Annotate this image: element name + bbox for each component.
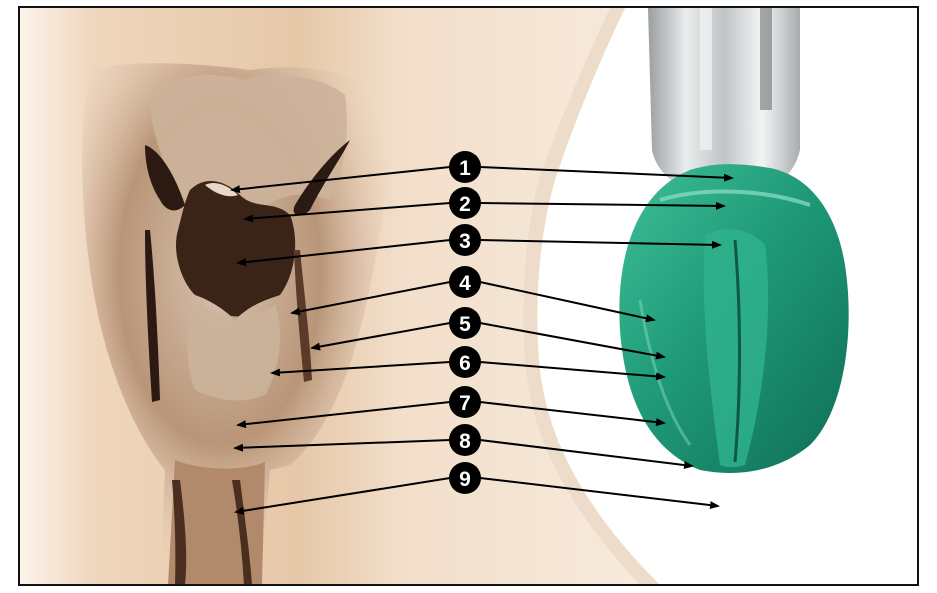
label-number-3: 3 xyxy=(459,230,471,253)
label-badge-4: 4 xyxy=(449,266,481,298)
label-badge-7: 7 xyxy=(449,386,481,418)
label-number-1: 1 xyxy=(459,157,471,180)
label-number-6: 6 xyxy=(459,352,471,375)
label-badge-6: 6 xyxy=(449,346,481,378)
label-badge-9: 9 xyxy=(449,462,481,494)
label-badge-5: 5 xyxy=(449,307,481,339)
label-badge-2: 2 xyxy=(449,187,481,219)
label-badge-3: 3 xyxy=(449,224,481,256)
label-badge-8: 8 xyxy=(449,424,481,456)
label-badges: 1 2 3 4 5 6 7 8 xyxy=(449,151,481,494)
label-badge-1: 1 xyxy=(449,151,481,183)
label-number-5: 5 xyxy=(459,313,471,336)
label-number-8: 8 xyxy=(459,430,471,453)
label-number-2: 2 xyxy=(459,193,471,216)
label-number-7: 7 xyxy=(459,392,471,415)
label-number-9: 9 xyxy=(459,468,471,491)
label-number-4: 4 xyxy=(459,272,471,295)
